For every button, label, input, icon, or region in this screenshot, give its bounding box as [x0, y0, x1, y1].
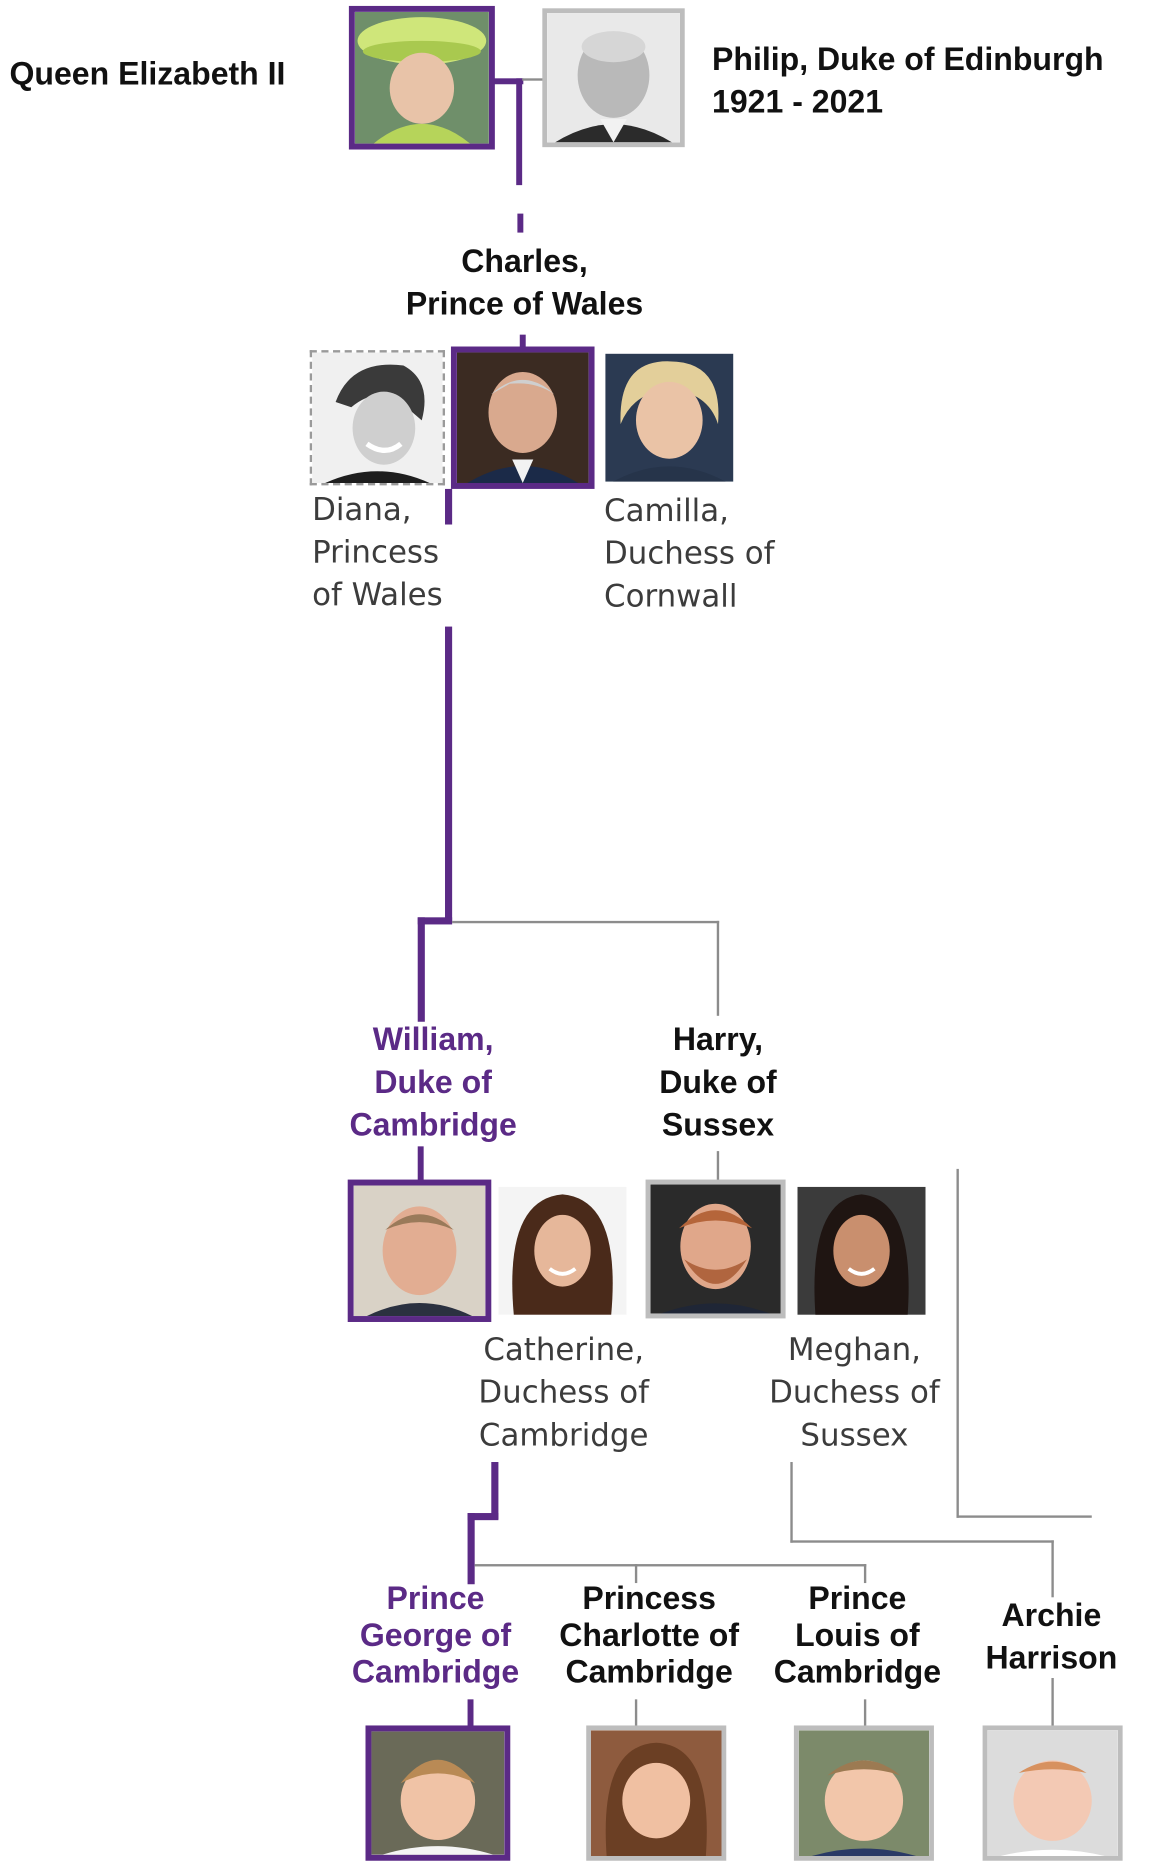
outer-line-h — [956, 1515, 1092, 1518]
queen-elizabeth-label: Queen Elizabeth II — [9, 52, 285, 95]
name-line: Cornwall — [604, 579, 738, 615]
name-line: Sussex — [661, 1107, 775, 1143]
succession-line-george-stub — [467, 1699, 474, 1728]
name-line: Philip, Duke of Edinburgh — [712, 41, 1104, 78]
name-line: Cambridge — [478, 1418, 649, 1454]
name-line: of Wales — [312, 577, 443, 614]
succession-line-william-stub — [417, 1146, 424, 1182]
succession-line-charles-stub — [519, 334, 526, 349]
succession-line-queen-v — [516, 78, 523, 186]
succession-line-queen-stub — [517, 213, 524, 233]
harry-branch-v — [716, 920, 720, 1016]
name-line: Catherine, — [483, 1332, 645, 1369]
name-line: Princess — [312, 535, 440, 571]
dates-line: 1921 - 2021 — [712, 84, 884, 120]
queen-philip-link — [522, 78, 544, 81]
succession-line-queen-h — [490, 78, 524, 85]
name-line: Prince — [808, 1580, 907, 1617]
charles-sons-branch-h — [452, 920, 720, 924]
name-line: George of — [359, 1617, 512, 1654]
name-line: Diana, — [312, 492, 412, 529]
succession-line-george-v — [467, 1513, 475, 1585]
portrait-camilla-icon — [605, 353, 734, 482]
portrait-charlotte-icon — [586, 1725, 727, 1861]
name-line: Cambridge — [565, 1654, 733, 1690]
name-line: Charlotte of — [559, 1617, 740, 1654]
louis-stub — [863, 1699, 867, 1728]
portrait-queen-elizabeth-icon — [348, 5, 495, 150]
name-line: Duchess of — [769, 1375, 940, 1411]
archie-branch-v — [1051, 1540, 1054, 1598]
name-line: Cambridge — [351, 1654, 520, 1690]
name-line: Duchess of — [478, 1375, 649, 1411]
portrait-william-icon — [347, 1179, 492, 1322]
outer-line-v — [956, 1168, 959, 1518]
diana-label: Diana, Princess of Wales — [312, 489, 443, 617]
name-line: Meghan, — [787, 1332, 921, 1369]
charlotte-branch-v — [634, 1564, 638, 1584]
name-line: Duchess of — [604, 536, 775, 572]
harry-stub — [716, 1151, 720, 1182]
camilla-label: Camilla, Duchess of Cornwall — [604, 490, 775, 618]
name-line: Louis of — [795, 1617, 920, 1654]
portrait-catherine-icon — [498, 1186, 627, 1315]
harry-label: Harry, Duke of Sussex — [617, 1018, 819, 1146]
name-line: Cambridge — [773, 1654, 942, 1690]
name-line: Sussex — [800, 1418, 909, 1454]
name-line: Harrison — [985, 1640, 1118, 1676]
william-label: William, Duke of Cambridge — [320, 1018, 545, 1146]
name-line: Camilla, — [604, 493, 729, 530]
cambridge-children-branch-h — [474, 1564, 867, 1567]
louis-branch-v — [863, 1564, 867, 1584]
portrait-philip-icon — [542, 8, 685, 148]
portrait-diana-icon — [309, 350, 446, 486]
louis-label: Prince Louis of Cambridge — [759, 1581, 955, 1691]
name-line: William, — [372, 1021, 494, 1058]
charles-label: Charles, Prince of Wales — [382, 240, 667, 325]
name-line: Prince — [386, 1580, 485, 1617]
portrait-meghan-icon — [797, 1186, 926, 1315]
george-label: Prince George of Cambridge — [336, 1581, 535, 1691]
meghan-label: Meghan, Duchess of Sussex — [748, 1329, 962, 1457]
name-line: Harry, — [672, 1021, 764, 1058]
portrait-charles-icon — [450, 346, 595, 489]
charlotte-stub — [634, 1699, 638, 1728]
succession-line-charles-down-b — [445, 626, 453, 924]
portrait-harry-icon — [645, 1179, 786, 1319]
succession-line-charles-down-a — [445, 488, 453, 525]
archie-label: Archie Harrison — [964, 1594, 1140, 1679]
name-line: Duke of — [659, 1064, 777, 1101]
succession-line-step2-h — [467, 1513, 499, 1521]
portrait-archie-icon — [982, 1725, 1123, 1861]
catherine-label: Catherine, Duchess of Cambridge — [457, 1329, 671, 1457]
sussex-children-v — [790, 1462, 793, 1543]
sussex-children-h — [790, 1540, 1054, 1543]
portrait-george-icon — [365, 1725, 511, 1861]
succession-line-william-down — [491, 1462, 499, 1519]
name-line: Prince of Wales — [405, 285, 644, 322]
succession-line-step-h — [417, 917, 453, 925]
name-line: Cambridge — [349, 1107, 517, 1143]
philip-label: Philip, Duke of Edinburgh 1921 - 2021 — [712, 38, 1104, 123]
name-line: Princess — [582, 1580, 716, 1617]
charlotte-label: Princess Charlotte of Cambridge — [536, 1581, 761, 1691]
succession-line-william-v — [417, 917, 425, 1022]
name-line: Duke of — [374, 1064, 492, 1101]
name-line: Archie — [1001, 1597, 1102, 1633]
archie-stub — [1051, 1677, 1054, 1728]
name-line: Queen Elizabeth II — [9, 55, 286, 92]
name-line: Charles, — [461, 243, 588, 279]
portrait-louis-icon — [793, 1725, 934, 1861]
